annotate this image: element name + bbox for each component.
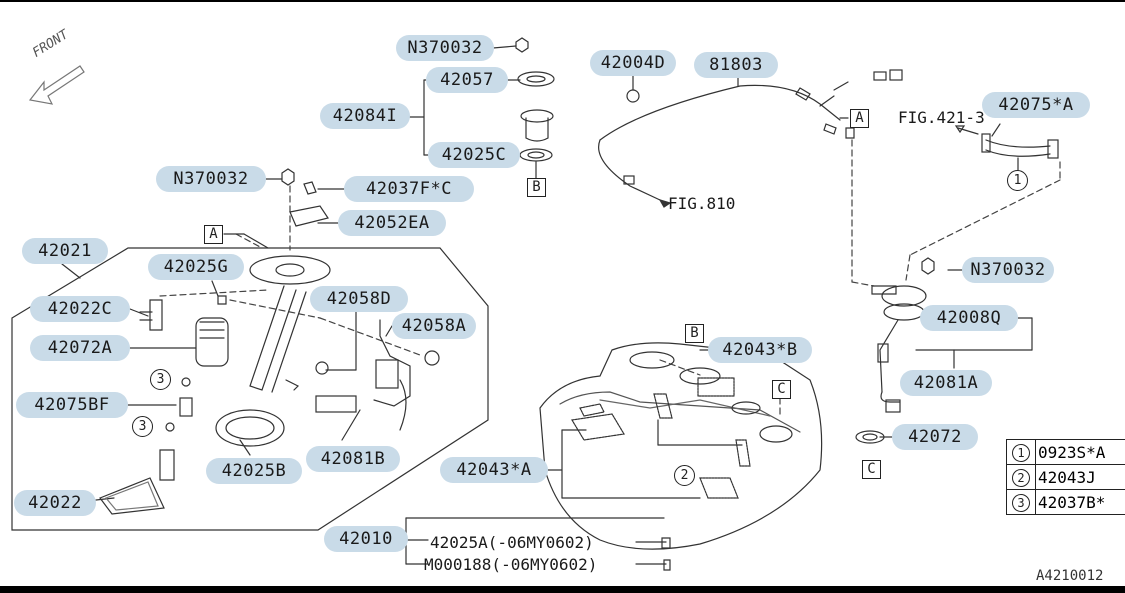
circle-number-3-upper: 3 — [150, 369, 171, 390]
legend-row: 1 0923S*A — [1006, 439, 1125, 465]
legend-part[interactable]: 42037B* — [1035, 489, 1125, 515]
front-arrow-icon — [28, 65, 85, 105]
legend-part[interactable]: 42043J — [1035, 464, 1125, 490]
callout-42022c[interactable]: 42022C — [30, 296, 130, 322]
legend-number: 2 — [1006, 464, 1036, 490]
callout-42058d[interactable]: 42058D — [310, 286, 408, 312]
box-label-b-top: B — [527, 178, 546, 197]
callout-n370032-right[interactable]: N370032 — [962, 257, 1054, 283]
callout-42075a[interactable]: 42075*A — [982, 92, 1090, 118]
callout-42025c[interactable]: 42025C — [428, 142, 520, 168]
callout-42022[interactable]: 42022 — [14, 490, 96, 516]
legend-number: 3 — [1006, 489, 1036, 515]
callout-42043b[interactable]: 42043*B — [708, 337, 812, 363]
callout-42021[interactable]: 42021 — [22, 238, 108, 264]
callout-42072[interactable]: 42072 — [892, 424, 978, 450]
ref-42025a[interactable]: 42025A(-06MY0602) — [430, 533, 594, 552]
box-label-c-tank: C — [772, 380, 791, 399]
box-label-a-right: A — [850, 109, 869, 128]
legend-row: 2 42043J — [1006, 464, 1125, 490]
bottom-border — [0, 586, 1125, 593]
top-border — [0, 0, 1125, 2]
legend-number: 1 — [1006, 439, 1036, 465]
box-label-c-right: C — [862, 460, 881, 479]
legend-row: 3 42037B* — [1006, 489, 1125, 515]
legend-number-circle: 3 — [1012, 494, 1030, 512]
box-label-b-tank: B — [685, 324, 704, 343]
callout-42004d[interactable]: 42004D — [590, 50, 676, 76]
callout-42075bf[interactable]: 42075BF — [16, 392, 128, 418]
callout-42052ea[interactable]: 42052EA — [338, 210, 446, 236]
ref-fig810[interactable]: FIG.810 — [668, 194, 736, 213]
callout-42010[interactable]: 42010 — [324, 526, 408, 552]
callout-42057[interactable]: 42057 — [426, 67, 508, 93]
ref-fig421-3[interactable]: FIG.421-3 — [898, 108, 985, 127]
callout-n370032-top[interactable]: N370032 — [396, 35, 494, 61]
callout-42081b[interactable]: 42081B — [306, 446, 400, 472]
circle-number-2: 2 — [674, 465, 695, 486]
callout-42025g[interactable]: 42025G — [148, 254, 244, 280]
pump-group-frame — [11, 247, 489, 531]
figure-id: A4210012 — [1036, 568, 1104, 584]
callout-81803[interactable]: 81803 — [694, 52, 778, 78]
legend-number-circle: 1 — [1012, 444, 1030, 462]
callout-n370032-left[interactable]: N370032 — [156, 166, 266, 192]
callout-42072a[interactable]: 42072A — [30, 335, 130, 361]
legend-table: 1 0923S*A 2 42043J 3 42037B* — [1006, 439, 1125, 515]
callout-42025b[interactable]: 42025B — [206, 458, 302, 484]
callout-42084i[interactable]: 42084I — [320, 103, 410, 129]
callout-42081a[interactable]: 42081A — [900, 370, 992, 396]
circle-number-1: 1 — [1007, 170, 1028, 191]
box-label-a-left: A — [204, 225, 223, 244]
ref-m000188[interactable]: M000188(-06MY0602) — [424, 555, 598, 574]
legend-number-circle: 2 — [1012, 469, 1030, 487]
callout-42008q[interactable]: 42008Q — [920, 305, 1018, 331]
legend-part[interactable]: 0923S*A — [1035, 439, 1125, 465]
circle-number-3-lower: 3 — [132, 416, 153, 437]
callout-42037f-c[interactable]: 42037F*C — [344, 176, 474, 202]
callout-42043a[interactable]: 42043*A — [440, 457, 548, 483]
callout-42058a[interactable]: 42058A — [392, 313, 476, 339]
